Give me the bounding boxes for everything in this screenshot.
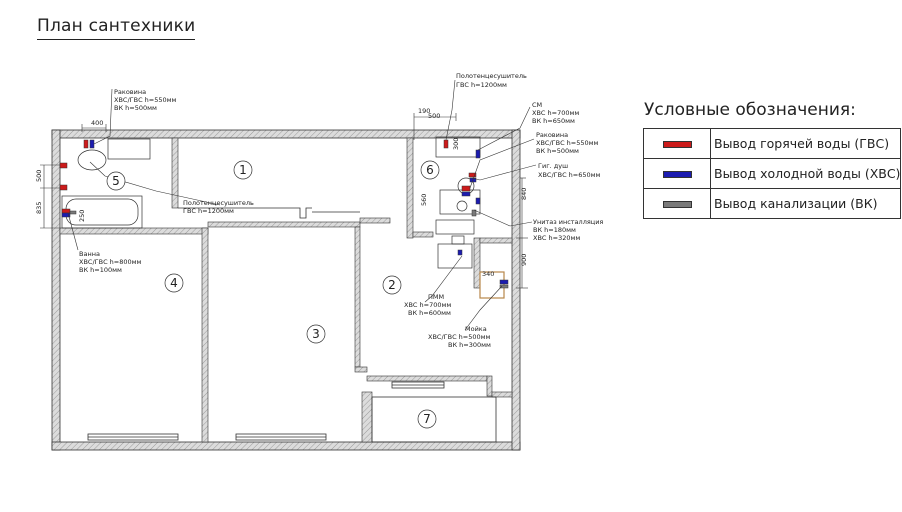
dimension-texts: 400 500 835 190 500 300 560 840 900 340 …: [35, 107, 528, 278]
svg-text:ВК h=600мм: ВК h=600мм: [408, 309, 451, 317]
annotation-towel-rail-wc: Полотенцесушитель ГВС h=1200мм: [456, 72, 527, 89]
svg-text:ПММ: ПММ: [428, 293, 444, 301]
sewer-swatch: [662, 201, 692, 208]
leader-lines: [67, 79, 537, 331]
svg-text:ХВС h=700мм: ХВС h=700мм: [404, 301, 451, 309]
dim-500-left: 500: [35, 170, 43, 182]
room-number-3: 3: [312, 327, 320, 341]
dim-900: 900: [520, 254, 528, 266]
svg-text:ХВС/ГВС h=550мм: ХВС/ГВС h=550мм: [114, 96, 177, 104]
dim-300: 300: [452, 138, 460, 150]
niche-outline: [178, 207, 312, 219]
room-number-4: 4: [170, 276, 178, 290]
annotation-dishwasher: ПММ ХВС h=700мм ВК h=600мм: [404, 293, 451, 317]
legend-row-sewer: Вывод канализации (ВК): [643, 188, 902, 219]
interior-walls: [59, 137, 513, 443]
svg-text:СМ: СМ: [532, 101, 542, 109]
dim-840-right: 840: [520, 188, 528, 200]
annotation-sink-bath: Раковина ХВС/ГВС h=550мм ВК h=500мм: [114, 88, 177, 112]
svg-text:Полотенцесушитель: Полотенцесушитель: [183, 199, 254, 207]
svg-text:ГВС h=1200мм: ГВС h=1200мм: [456, 81, 507, 89]
bathroom-fixtures: [61, 138, 151, 229]
svg-text:ВК h=500мм: ВК h=500мм: [536, 147, 579, 155]
cold-water-swatch: [662, 171, 692, 178]
svg-text:ХВС h=320мм: ХВС h=320мм: [533, 234, 580, 242]
svg-text:ХВС/ГВС h=650мм: ХВС/ГВС h=650мм: [538, 171, 601, 179]
balcony: [371, 396, 497, 443]
dim-340: 340: [482, 270, 494, 278]
wc-fixtures: [435, 136, 481, 269]
annotation-kitchen-sink: Мойка ХВС/ГВС h=500мм ВК h=300мм: [428, 325, 491, 349]
legend-table: Вывод горячей воды (ГВС) Вывод холодной …: [643, 128, 902, 219]
svg-text:Ванна: Ванна: [79, 250, 100, 258]
sewer-markers: [69, 209, 509, 289]
room-number-1: 1: [239, 163, 247, 177]
dim-190: 190: [418, 107, 430, 115]
page-title: План сантехники: [37, 16, 196, 40]
svg-text:ВК h=300мм: ВК h=300мм: [448, 341, 491, 349]
dim-560: 560: [420, 194, 428, 206]
annotation-washer: СМ ХВС h=700мм ВК h=650мм: [532, 101, 579, 125]
exterior-walls: [51, 129, 521, 451]
annotation-hyg-shower: Гиг. душ ХВС/ГВС h=650мм: [538, 162, 601, 179]
dim-835: 835: [35, 202, 43, 214]
legend-row-hot: Вывод горячей воды (ГВС): [643, 128, 902, 159]
room-number-6: 6: [426, 163, 434, 177]
svg-text:Раковина: Раковина: [114, 88, 146, 96]
windows: [87, 381, 445, 441]
annotation-towel-rail-hall: Полотенцесушитель ГВС h=1200мм: [183, 199, 254, 215]
room-number-5: 5: [112, 174, 120, 188]
legend-label-cold: Вывод холодной воды (ХВС): [709, 158, 902, 189]
svg-text:ХВС/ГВС h=500мм: ХВС/ГВС h=500мм: [428, 333, 491, 341]
svg-text:Полотенцесушитель: Полотенцесушитель: [456, 72, 527, 80]
room-number-7: 7: [423, 412, 431, 426]
dimension-lines: [40, 113, 528, 289]
legend-label-sewer: Вывод канализации (ВК): [709, 188, 902, 219]
svg-text:ВК h=500мм: ВК h=500мм: [114, 104, 157, 112]
svg-text:Гиг. душ: Гиг. душ: [538, 162, 568, 170]
svg-text:Унитаз инсталляция: Унитаз инсталляция: [533, 218, 603, 226]
room-number-2: 2: [388, 278, 396, 292]
legend-title: Условные обозначения:: [644, 100, 856, 120]
svg-text:ХВС/ГВС h=550мм: ХВС/ГВС h=550мм: [536, 139, 599, 147]
hot-water-markers: [59, 139, 477, 214]
svg-text:ХВС/ГВС h=800мм: ХВС/ГВС h=800мм: [79, 258, 142, 266]
svg-text:ВК h=180мм: ВК h=180мм: [533, 226, 576, 234]
svg-text:Раковина: Раковина: [536, 131, 568, 139]
dim-500-top: 500: [428, 112, 440, 120]
svg-text:ВК h=100мм: ВК h=100мм: [79, 266, 122, 274]
annotation-toilet: Унитаз инсталляция ВК h=180мм ХВС h=320м…: [533, 218, 603, 242]
legend-row-cold: Вывод холодной воды (ХВС): [643, 158, 902, 189]
dim-400: 400: [91, 119, 103, 127]
svg-text:Мойка: Мойка: [465, 325, 487, 333]
dim-250: 250: [78, 210, 86, 222]
hot-water-swatch: [662, 141, 692, 148]
annotation-bathtub: Ванна ХВС/ГВС h=800мм ВК h=100мм: [79, 250, 142, 274]
legend-label-hot: Вывод горячей воды (ГВС): [709, 128, 902, 159]
annotation-sink-wc: Раковина ХВС/ГВС h=550мм ВК h=500мм: [536, 131, 599, 155]
svg-text:ХВС h=700мм: ХВС h=700мм: [532, 109, 579, 117]
svg-text:ВК h=650мм: ВК h=650мм: [532, 117, 575, 125]
svg-text:ГВС h=1200мм: ГВС h=1200мм: [183, 207, 234, 215]
room-numbers: 1 2 3 4 5 6 7: [106, 160, 440, 429]
